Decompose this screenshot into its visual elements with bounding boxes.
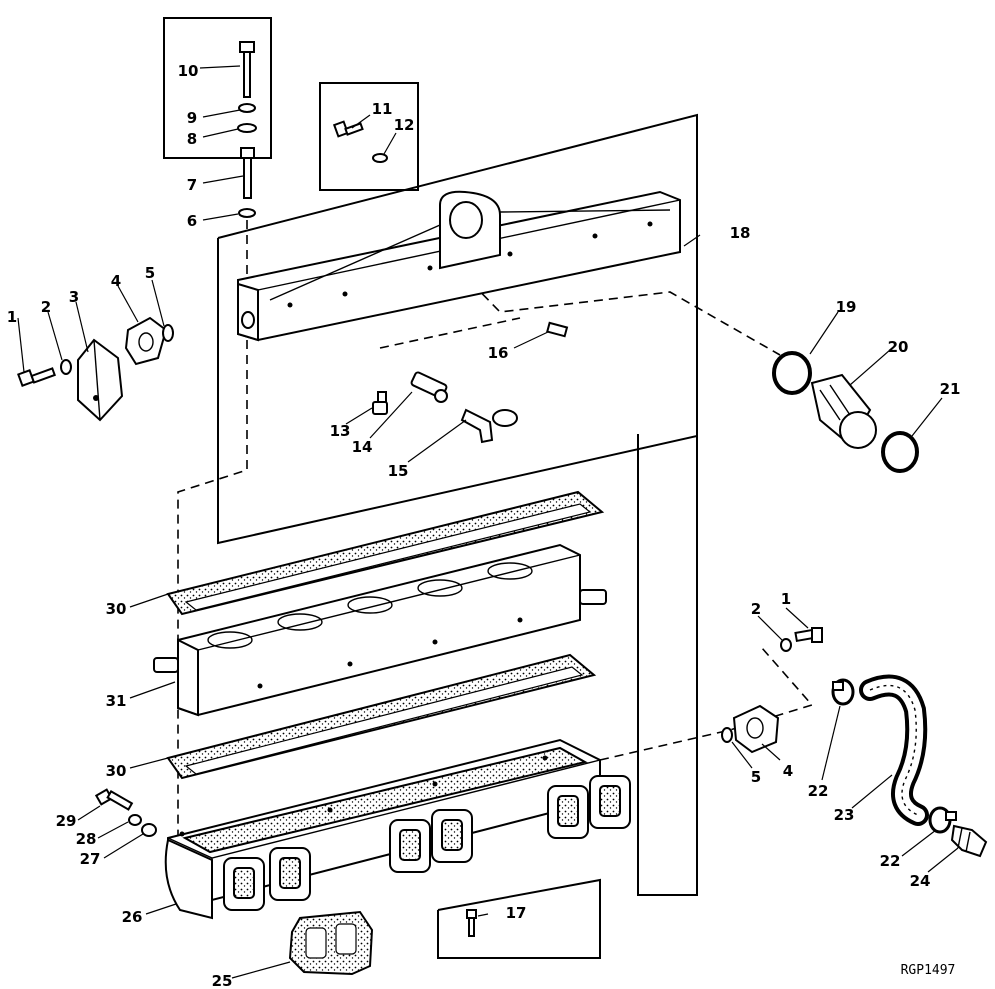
callout-19: 19 bbox=[836, 298, 857, 316]
outlet-flange-4 bbox=[732, 704, 780, 754]
callout-17: 17 bbox=[506, 904, 527, 922]
o-ring-19 bbox=[772, 351, 812, 395]
callout-31: 31 bbox=[106, 692, 127, 710]
callout-6: 6 bbox=[187, 212, 197, 230]
callout-23: 23 bbox=[834, 806, 855, 824]
intake-manifold-26 bbox=[164, 738, 631, 920]
o-ring-21 bbox=[881, 431, 919, 473]
callout-2-right: 2 bbox=[751, 600, 761, 618]
group-outline-lower bbox=[637, 434, 698, 896]
callout-5: 5 bbox=[145, 264, 155, 282]
callout-1: 1 bbox=[7, 308, 17, 326]
callout-22-upper: 22 bbox=[808, 782, 829, 800]
callout-10: 10 bbox=[178, 62, 199, 80]
callout-4-right: 4 bbox=[783, 762, 793, 780]
callout-24: 24 bbox=[910, 872, 931, 890]
hose-23 bbox=[859, 674, 929, 826]
washer-2-left bbox=[60, 359, 72, 375]
gasket-25 bbox=[288, 910, 374, 976]
cap-screw-10 bbox=[239, 41, 255, 98]
callout-30-upper: 30 bbox=[106, 600, 127, 618]
callout-25: 25 bbox=[212, 972, 233, 989]
callout-14: 14 bbox=[352, 438, 373, 456]
aftercooler-31 bbox=[153, 543, 607, 717]
gasket-30-upper bbox=[166, 490, 605, 616]
cap-screw-1-right bbox=[794, 627, 823, 643]
cap-screw-17 bbox=[466, 909, 477, 937]
hose-clamp-22-lower bbox=[928, 806, 957, 834]
callout-20: 20 bbox=[888, 338, 909, 356]
callout-12: 12 bbox=[394, 116, 415, 134]
callout-26: 26 bbox=[122, 908, 143, 926]
callout-2: 2 bbox=[41, 298, 51, 316]
callout-28: 28 bbox=[76, 830, 97, 848]
bolt-detail-box-bottom bbox=[437, 878, 601, 959]
callout-8: 8 bbox=[187, 130, 197, 148]
connector-20 bbox=[810, 373, 877, 449]
callout-11: 11 bbox=[372, 100, 393, 118]
callout-9: 9 bbox=[187, 109, 197, 127]
elbow-fitting-15 bbox=[460, 408, 518, 444]
callout-7: 7 bbox=[187, 176, 197, 194]
bolt-detail-box-top bbox=[163, 17, 272, 159]
callout-4: 4 bbox=[111, 272, 121, 290]
bolt-detail-box-right bbox=[319, 82, 419, 191]
callout-labels: 1 2 3 4 5 1 2 4 5 6 7 8 9 10 11 12 13 14… bbox=[7, 62, 961, 989]
bracket-3 bbox=[77, 338, 124, 422]
washer-6 bbox=[238, 208, 256, 218]
callout-15: 15 bbox=[388, 462, 409, 480]
callout-27: 27 bbox=[80, 850, 101, 868]
plug-13 bbox=[372, 391, 388, 415]
gasket-30-lower bbox=[166, 653, 597, 780]
fitting-24 bbox=[950, 824, 988, 858]
exhaust-manifold-18 bbox=[237, 190, 681, 342]
callout-3: 3 bbox=[69, 288, 79, 306]
pipe-plug-16 bbox=[546, 321, 569, 338]
figure-reference-code: RGP1497 bbox=[901, 963, 956, 978]
cap-screw-29 bbox=[94, 788, 134, 811]
callout-18: 18 bbox=[730, 224, 751, 242]
fitting-14 bbox=[410, 371, 448, 403]
assembly-line-fitting bbox=[379, 317, 521, 349]
callout-22-lower: 22 bbox=[880, 852, 901, 870]
callout-13: 13 bbox=[330, 422, 351, 440]
cap-screw-1-left bbox=[17, 367, 56, 387]
cap-screw-7 bbox=[240, 147, 255, 199]
callout-1-right: 1 bbox=[781, 590, 791, 608]
callout-29: 29 bbox=[56, 812, 77, 830]
callout-5-right: 5 bbox=[751, 768, 761, 786]
gasket-4-left bbox=[124, 316, 168, 366]
lock-washer-9 bbox=[238, 103, 256, 113]
lock-washer-28 bbox=[128, 814, 142, 826]
lock-washer-12 bbox=[372, 153, 388, 163]
hose-clamp-22-upper bbox=[831, 678, 855, 706]
flat-washer-8 bbox=[237, 123, 257, 133]
callout-16: 16 bbox=[488, 344, 509, 362]
callout-30-lower: 30 bbox=[106, 762, 127, 780]
o-ring-5-right bbox=[721, 727, 733, 743]
leader-lines bbox=[17, 65, 959, 979]
callout-21: 21 bbox=[940, 380, 961, 398]
cap-screw-11 bbox=[332, 120, 364, 138]
washer-27 bbox=[141, 823, 157, 837]
assembly-line-outlet bbox=[599, 647, 814, 761]
o-ring-5-left bbox=[162, 324, 174, 342]
washer-2-right bbox=[780, 638, 792, 652]
